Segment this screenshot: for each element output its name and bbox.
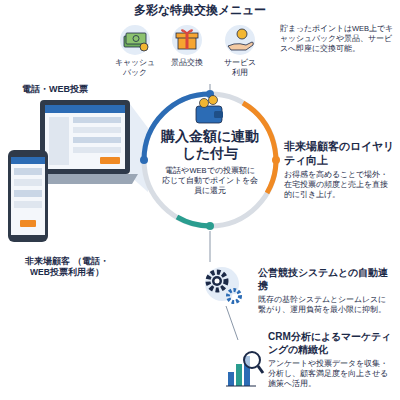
service-icon (225, 25, 255, 55)
ring-part (144, 94, 276, 226)
gift-icon-part (186, 33, 189, 49)
wallet-icon-part (214, 111, 223, 118)
laptop-icon-part (100, 157, 120, 164)
laptop-icon-part (73, 147, 121, 153)
analytics-icon-part (244, 352, 260, 368)
phone-icon-part (20, 220, 36, 227)
gift-icon-part (172, 25, 202, 55)
analytics-icon-part (226, 386, 256, 387)
ring-part (210, 231, 211, 262)
gear-icon-part (215, 279, 220, 284)
ring-part (140, 156, 148, 164)
note-text: 貯まったポイントはWEB上でキャッシュバックや景品、サービスへ即座に交換可能。 (280, 24, 394, 53)
icon-label: 景品交換 (163, 58, 211, 68)
service-icon-part (228, 42, 253, 50)
ring-part (210, 84, 211, 90)
section-label: 電話・WEB投票 (22, 84, 126, 96)
center-circle: 購入金額に連動した付与電話やWEBでの投票額に応じて自動でポイントを会員に還元 (148, 98, 272, 222)
gift-icon (172, 25, 202, 55)
service-icon-part (225, 25, 255, 55)
section-body: アンケートや投票データを収集・分析し、顧客満足度を向上させる施策へ活用。 (268, 359, 394, 388)
icon-label: サービス 利用 (216, 58, 264, 79)
analytics-icon (226, 352, 263, 386)
gear-icon-part (212, 276, 222, 286)
phone-icon-part (11, 157, 45, 235)
section-heading: 公営競技システムとの自動連携 (258, 266, 392, 292)
phone-icon-part (14, 190, 42, 197)
cashback-icon-part (126, 33, 146, 44)
laptop-icon-part (40, 100, 130, 174)
analytics-icon-part (236, 364, 242, 386)
phone-icon-part (8, 150, 48, 242)
laptop-icon-part (73, 117, 121, 123)
cashback-icon (120, 25, 150, 55)
laptop-icon-part (49, 117, 69, 165)
wallet-icon-part (209, 96, 218, 105)
phone-icon-part (14, 201, 42, 208)
analytics-icon-part (258, 366, 263, 373)
wallet-icon-part (200, 99, 209, 108)
wallet-icon-part (196, 106, 222, 123)
phone-icon-part (14, 168, 42, 175)
section-label: 非来場顧客 （電話・WEB投票利用者） (2, 256, 132, 278)
gear-icon (205, 267, 240, 302)
icon-label: キャッシュ バック (111, 58, 159, 79)
laptop-icon-part (73, 137, 121, 143)
laptop-icon-part (45, 105, 125, 169)
ring-part (272, 156, 280, 164)
ring-part (226, 306, 238, 340)
gear-icon-part (208, 272, 226, 290)
analytics-icon-part (228, 372, 234, 386)
cashback-icon-part (120, 25, 150, 55)
section-heading: 非来場顧客のロイヤリティ向上 (284, 140, 394, 167)
section-heading: CRM分析によるマーケティングの精緻化 (268, 330, 394, 356)
gear-icon-part (205, 267, 239, 301)
laptop-icon-part (45, 105, 125, 113)
cashback-icon-part (133, 36, 139, 42)
laptop-icon-part (73, 127, 121, 133)
section-body: 既存の基幹システムとシームレスに繋がり、運用負荷を最小限に抑制。 (258, 295, 390, 315)
gear-icon-part (232, 294, 236, 298)
phone-icon (8, 150, 48, 242)
gear-icon-part (228, 290, 240, 302)
circle-heading: 購入金額に連動した付与 (160, 128, 260, 162)
phone-icon-part (14, 179, 42, 186)
ring-part (177, 217, 210, 226)
phone-icon-part (11, 157, 45, 164)
section-body: お得感を高めることで場外・在宅投票の頻度と売上を直接的に引き上げ。 (284, 170, 394, 199)
wallet-icon (196, 96, 223, 124)
title: 多彩な特典交換メニュー (0, 3, 400, 19)
cashback-icon-part (140, 43, 148, 51)
service-icon-part (237, 29, 247, 39)
circle-body: 電話やWEBでの投票額に応じて自動でポイントを会員に還元 (162, 166, 258, 196)
gift-icon-part (182, 30, 193, 33)
ring-part (206, 222, 214, 230)
